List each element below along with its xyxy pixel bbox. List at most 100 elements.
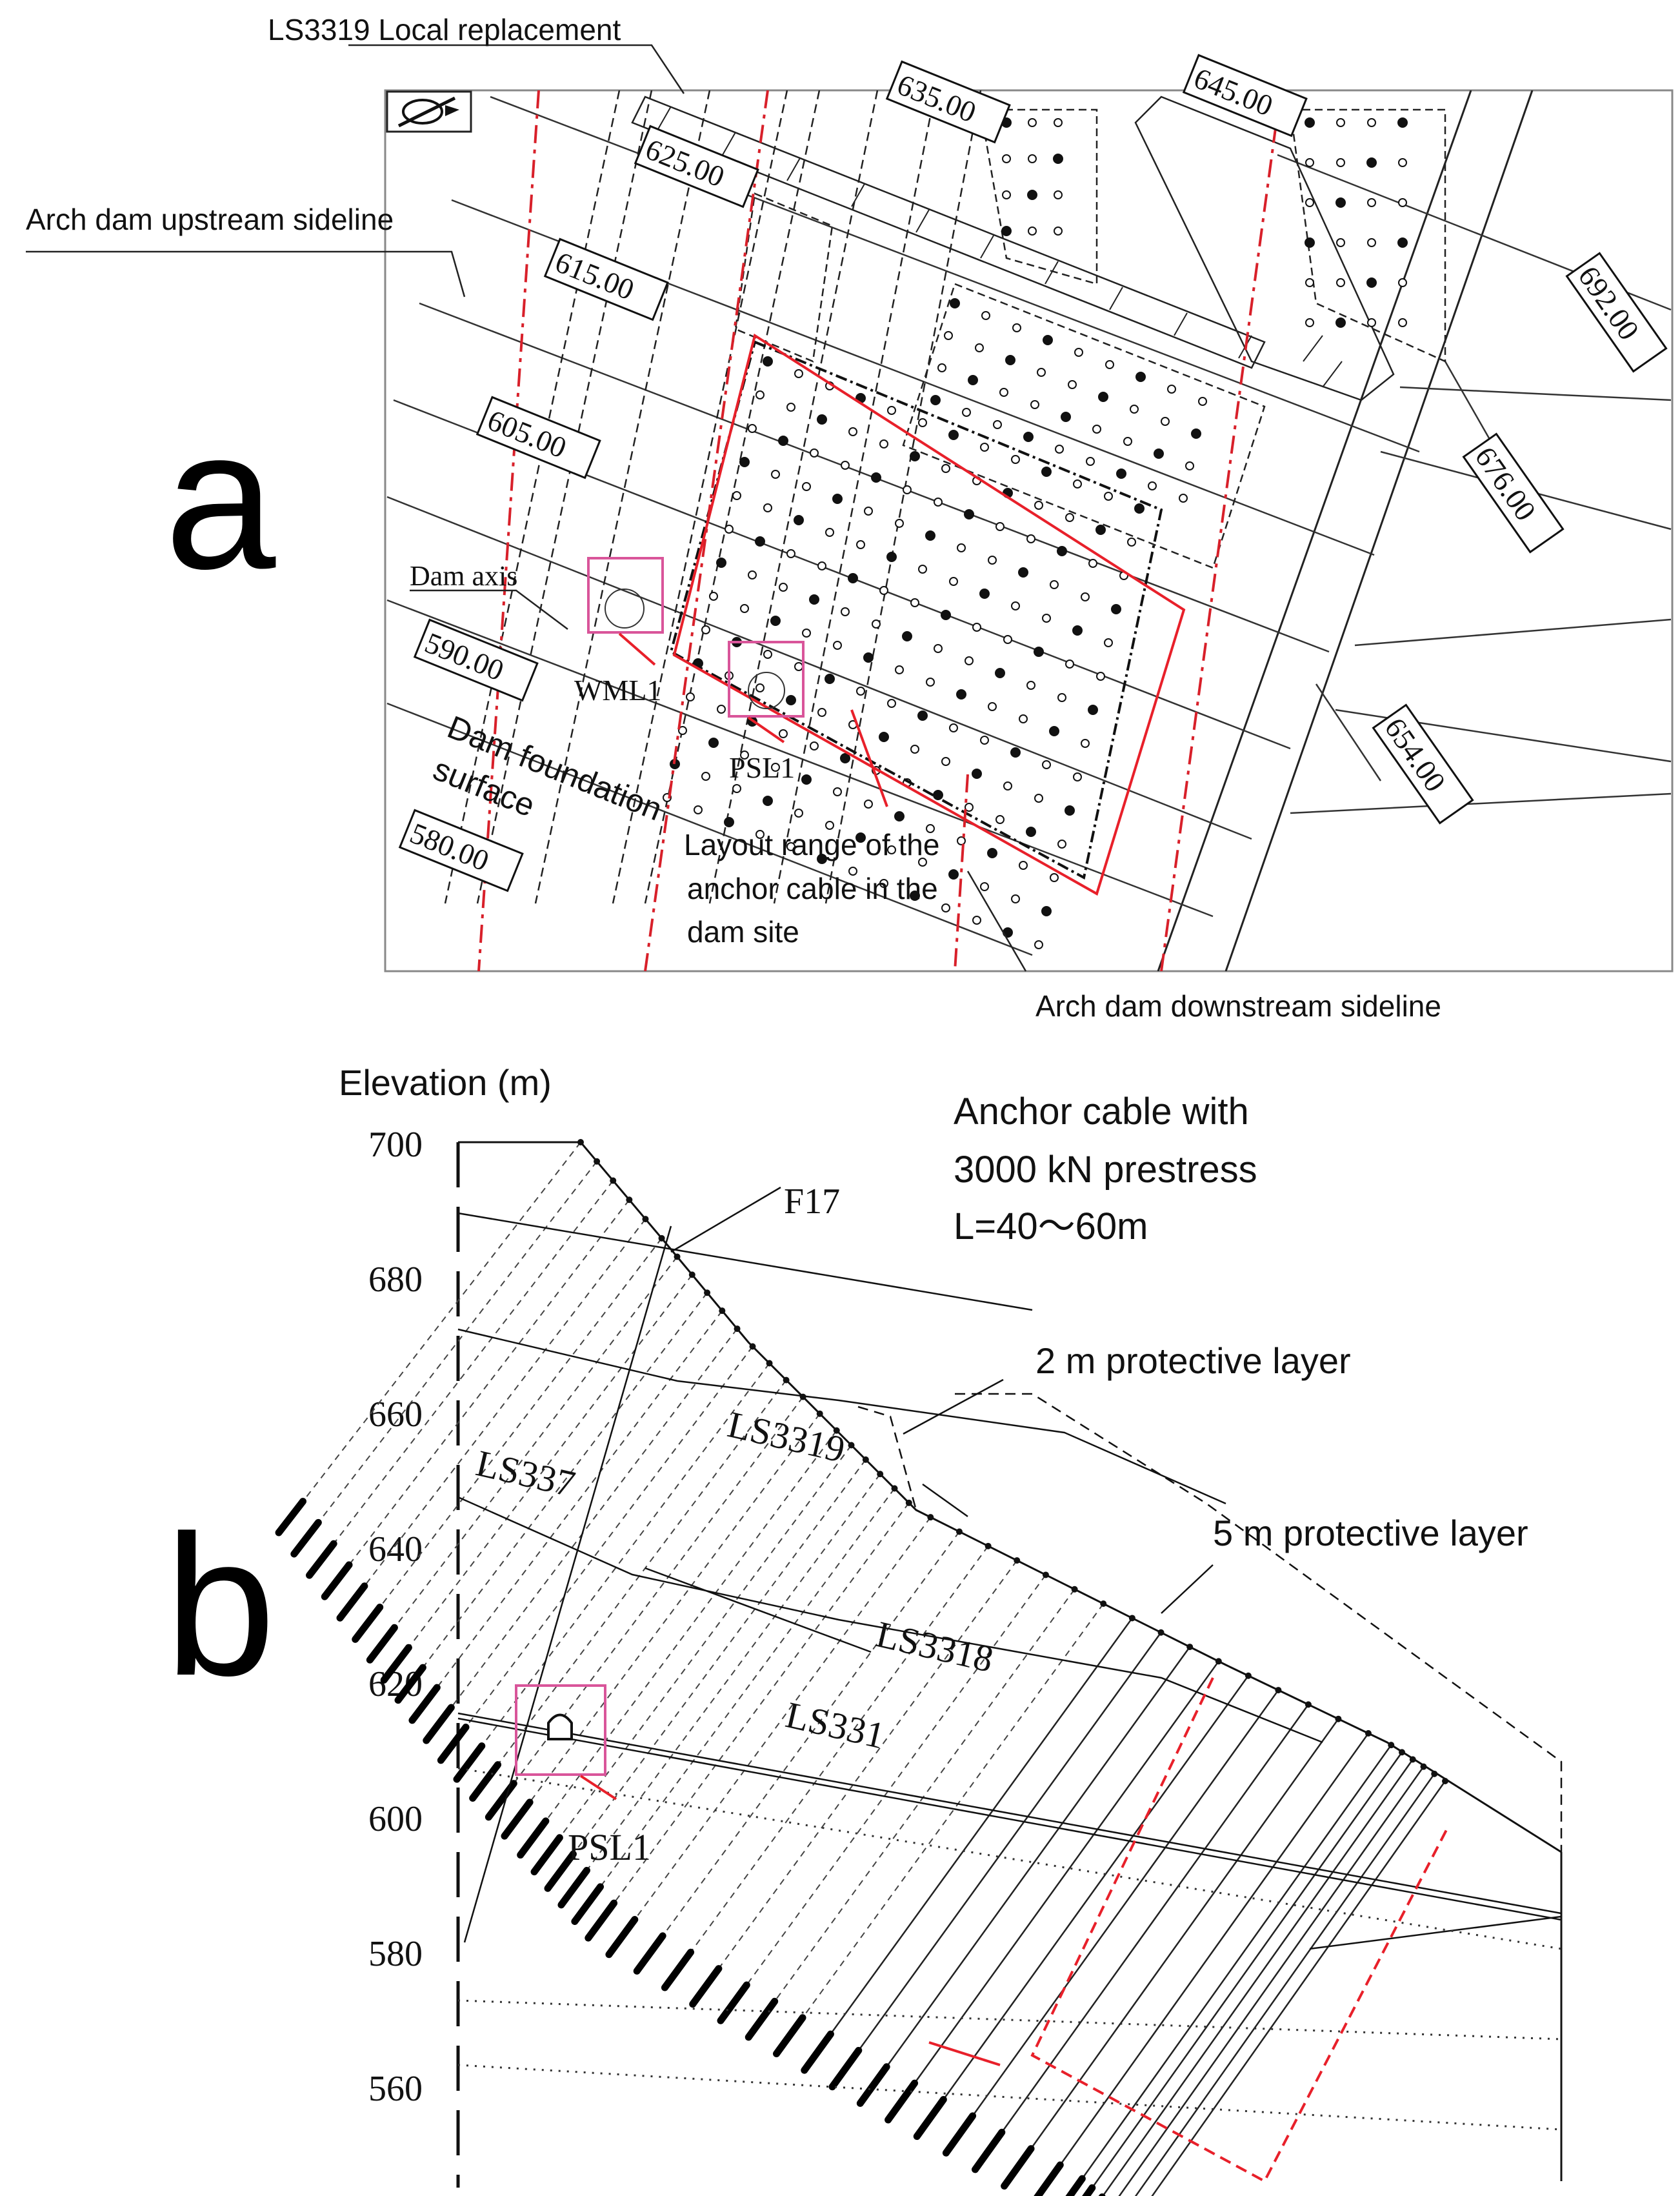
anchor-dot [1050,873,1059,882]
anchor-dot [930,395,941,405]
anchor-dot [902,631,912,641]
anchor-head [642,1216,649,1223]
anchor-dot [1026,534,1035,543]
fault-leader [670,1186,781,1253]
anchor-dot [965,803,974,812]
anchor-dot [1030,400,1039,409]
anchor-dot [864,507,873,516]
anchor-head [783,1376,790,1384]
anchor-dot [894,811,905,821]
anchor-dot [979,589,990,599]
cable-bond [828,2046,863,2091]
cable-line [608,1516,932,1955]
anchor-dot [1086,457,1095,466]
anchor-dot [926,824,935,833]
cable-line [278,1142,581,1533]
anchor-dot [1061,412,1071,422]
elevation-tick: 580 [368,1934,423,1974]
cable-bond [585,1899,618,1942]
anchor-dot [779,583,788,592]
anchor-dot [848,867,857,876]
anchor-head [891,1485,898,1492]
wml1-tunnel-icon [605,589,645,629]
anchor-dot [1336,278,1345,287]
anchor-dot [1065,513,1074,522]
anchor-dot [1123,437,1132,446]
anchor-dot [988,556,997,565]
road [1157,90,1534,971]
anchor-dot [1019,861,1028,870]
anchor-dot [957,543,966,552]
cable-line [1068,1744,1392,2196]
cable-bond [469,1761,502,1802]
anchor-dot [825,821,834,830]
anchor-dot [1398,158,1407,167]
anchor-dot [724,817,734,827]
cable-bond [801,2030,834,2074]
anchor-dot [964,509,974,519]
anchor-head [1128,1615,1135,1622]
anchor-dot-field [663,117,1408,949]
cable-line [692,1560,1018,2005]
anchor-dot [944,331,953,340]
anchor-dot [995,815,1005,824]
anchor-dot [1092,425,1101,434]
plan-linework [386,90,1672,971]
cable-bond [530,1834,563,1876]
anchor-dot [995,522,1005,531]
anchor-dot [1366,157,1377,168]
cable-bond [745,1997,779,2041]
anchor-dot [1037,368,1046,377]
anchor-dot [755,536,765,547]
anchor-head [1420,1763,1427,1770]
anchor-dot [999,388,1008,397]
panel-a-frame [384,89,1674,972]
anchor-dot [840,753,850,763]
anchor-head [955,1528,963,1535]
anchor-dot [1005,355,1015,365]
anchor-dot [910,451,920,461]
anchor-dot [995,668,1005,678]
legend-line-2: 3000 kN prestress [954,1149,1257,1191]
cable-line [339,1218,646,1618]
anchor-dot [1065,805,1075,816]
anchor-dot [1305,278,1314,287]
anchor-dot [1135,372,1146,382]
contour-label: 635.00 [885,60,1011,144]
anchor-dot [980,736,989,745]
anchor-dot [1398,278,1407,287]
hatched-band [631,96,1395,401]
anchor-dot [817,854,827,864]
anchor-dot [1057,546,1067,556]
anchor-head [1157,1629,1165,1636]
anchor-dot [763,650,772,659]
b-red-mark [928,2041,1001,2066]
anchor-head [1442,1778,1448,1784]
anchor-dot [1068,380,1077,389]
anchor-dot [1336,238,1345,247]
cable-line [1101,1758,1414,2196]
psl1-tunnel-icon-a [748,672,785,709]
anchor-dot [794,809,803,818]
cable-line [916,1675,1249,2137]
joint-lines [457,1212,1562,1950]
anchor-dot [771,763,780,772]
anchor-dot [1049,726,1059,736]
contour-label: 692.00 [1565,252,1668,373]
anchor-dot [1096,672,1105,681]
anchor-dot [810,448,819,458]
elevation-tick: 560 [368,2069,423,2109]
cable-bond [773,2014,806,2058]
anchor-head [688,1271,695,1278]
anchor-dot [817,414,827,425]
cable-line [547,1459,866,1889]
anchor-dot [1367,118,1376,127]
anchor-dot [887,845,896,854]
anchor-dot [1335,317,1346,328]
anchor-dot [678,726,687,735]
label-downstream-sideline: Arch dam downstream sideline [1035,989,1441,1023]
anchor-head [734,1325,741,1333]
panel-letter-a: a [165,387,277,610]
psl1-box-a [728,641,805,718]
